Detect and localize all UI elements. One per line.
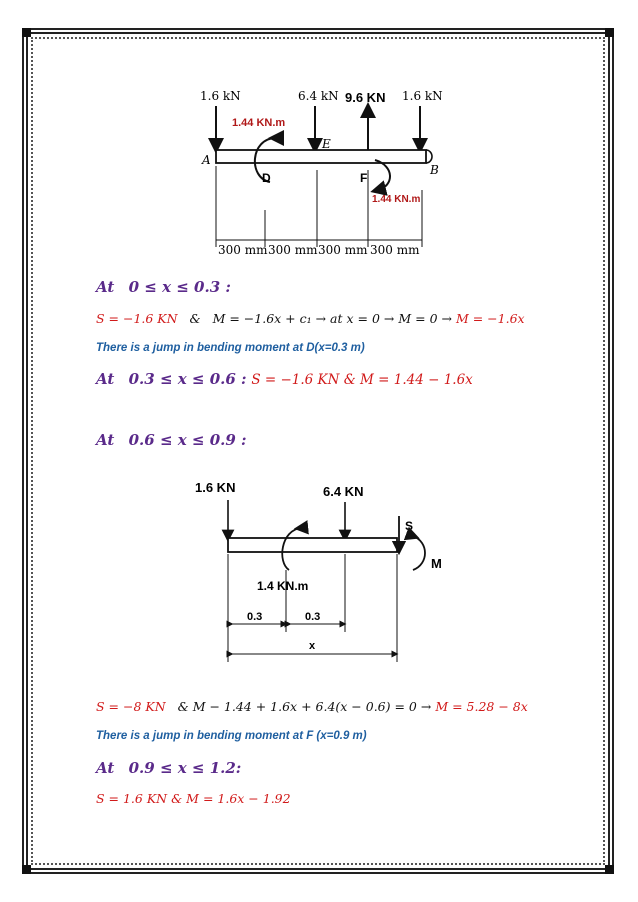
load-label: 1.6 kN: [402, 89, 443, 103]
section-heading: At 0.9 ≤ x ≤ 1.2:: [96, 759, 242, 777]
load-label: 1.6 kN: [200, 89, 241, 103]
page-border-inner: [31, 37, 605, 865]
section-heading: At 0.6 ≤ x ≤ 0.9 :: [96, 431, 247, 449]
dimension-label: 0.3: [247, 611, 262, 623]
beam: [215, 149, 427, 164]
corner-ornament: [605, 865, 614, 874]
page-border: [22, 28, 614, 874]
point-label: F: [360, 171, 367, 185]
corner-ornament: [605, 28, 614, 37]
beam-diagram-1: 1.6 kN 6.4 kN 9.6 KN 1.6 kN 1.44 KN.m 1.…: [200, 89, 443, 257]
dimension-label: 300 mm: [370, 243, 420, 257]
moment-label: M: [431, 556, 442, 571]
corner-ornament: [22, 865, 31, 874]
beam-segment: [227, 537, 398, 553]
load-label: 1.6 KN: [195, 480, 235, 495]
equation-line: S = −1.6 KN & M = −1.6x + c₁ → at x = 0 …: [96, 311, 525, 326]
couple-label: 1.4 KN.m: [257, 579, 308, 593]
point-label: D: [262, 171, 271, 185]
dimension-label: 0.3: [305, 611, 320, 623]
jump-note: There is a jump in bending moment at D(x…: [96, 342, 365, 354]
dimension-label: 300 mm: [268, 243, 318, 257]
load-label: 6.4 KN: [323, 484, 363, 499]
section-heading: At 0 ≤ x ≤ 0.3 :: [96, 278, 231, 296]
moment-arc: [254, 129, 285, 183]
load-label: 9.6 KN: [345, 90, 385, 105]
moment-arc: [403, 526, 426, 571]
load-label: 6.4 kN: [298, 89, 339, 103]
equation-line: S = 1.6 KN & M = 1.6x − 1.92: [96, 791, 291, 806]
dimension-label: 300 mm: [218, 243, 268, 257]
dimension-label: 300 mm: [318, 243, 368, 257]
couple-arc: [281, 520, 309, 571]
shear-label: S: [405, 519, 413, 533]
section-heading: At 0.3 ≤ x ≤ 0.6 : S = −1.6 KN & M = 1.4…: [96, 370, 473, 388]
point-label: E: [321, 137, 331, 151]
point-label: B: [429, 163, 439, 177]
moment-arc: [370, 159, 391, 196]
point-label: A: [201, 153, 211, 167]
beam-diagram-2: 1.6 KN 6.4 KN S M 1.4 KN.m 0.3 0.3 x: [195, 480, 442, 662]
moment-label: 1.44 KN.m: [372, 194, 420, 205]
corner-ornament: [22, 28, 31, 37]
jump-note: There is a jump in bending moment at F (…: [96, 730, 367, 742]
moment-label: 1.44 KN.m: [232, 117, 285, 129]
equation-line: S = −8 KN & M − 1.44 + 1.6x + 6.4(x − 0.…: [96, 699, 528, 714]
dimension-label: x: [309, 640, 316, 652]
